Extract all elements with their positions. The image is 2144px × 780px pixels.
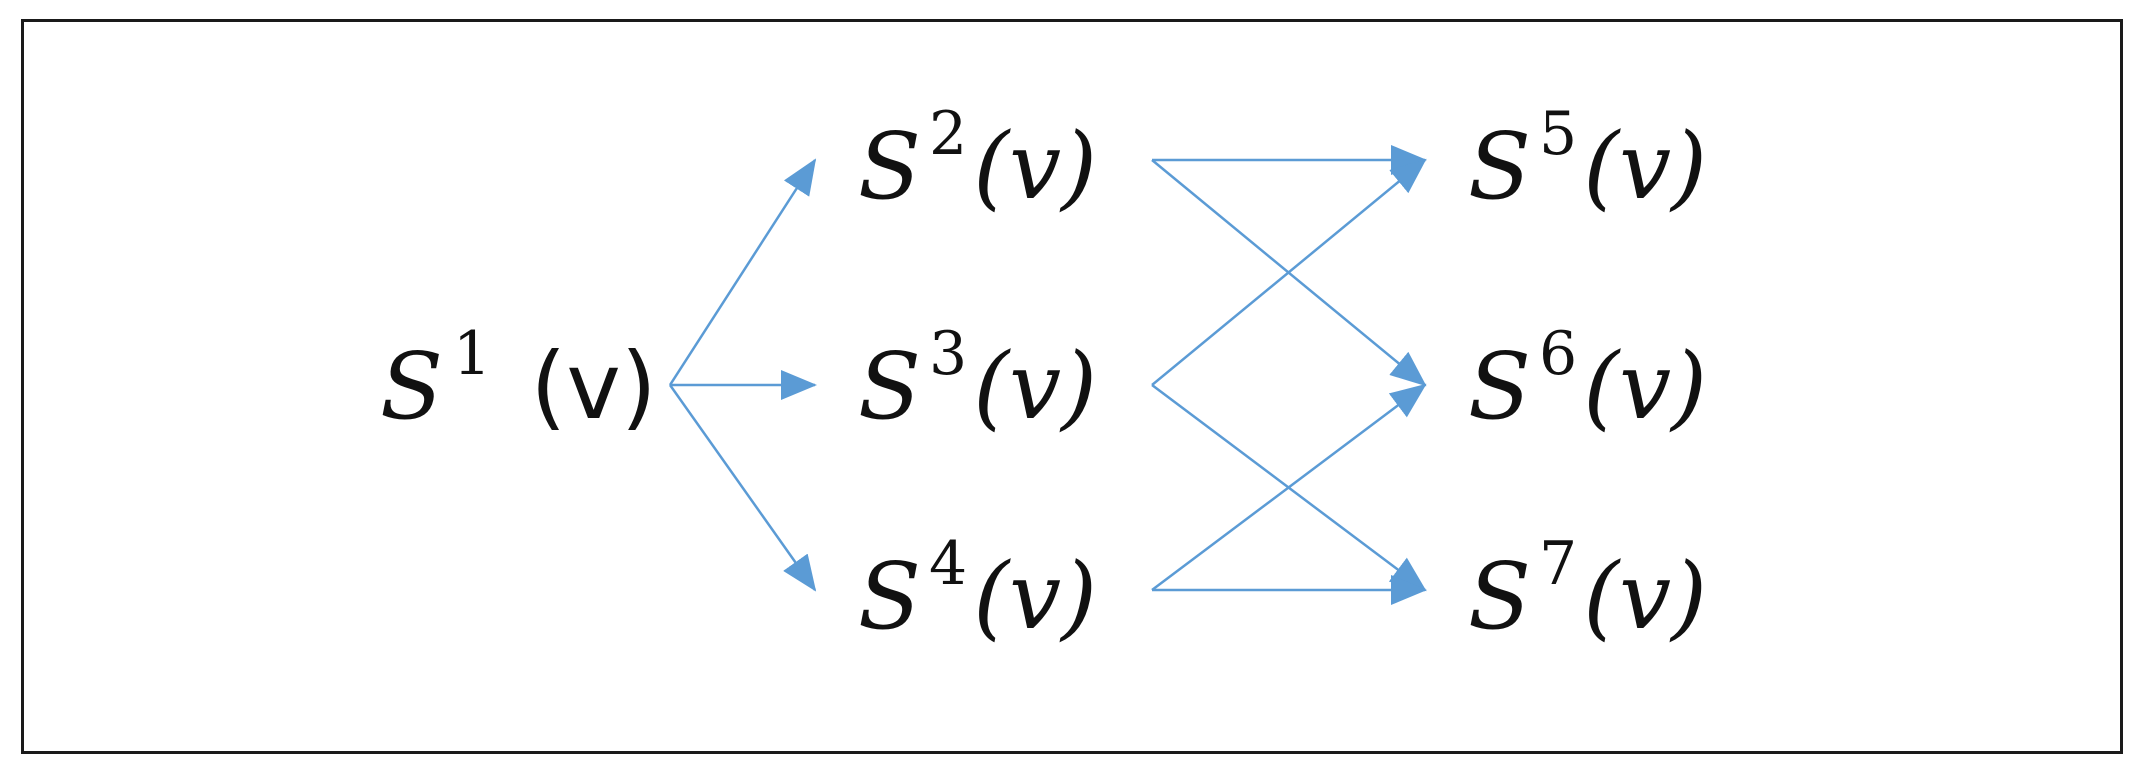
node-s4-base: S	[858, 543, 921, 650]
node-s7-base: S	[1468, 543, 1531, 650]
node-s4-sup: 4	[929, 529, 967, 599]
node-s3-base: S	[858, 333, 921, 440]
edge-s1-to-s4	[668, 384, 817, 592]
node-s2-base: S	[858, 113, 921, 220]
node-s5-arg: (v)	[1583, 113, 1707, 220]
edge-s1-to-s2	[668, 158, 817, 386]
node-s1-sup: 1	[453, 319, 491, 389]
node-s6-sup: 6	[1539, 319, 1577, 389]
node-s1-arg: (v)	[501, 333, 656, 440]
node-s4-arg: (v)	[973, 543, 1097, 650]
node-s7-sup: 7	[1539, 529, 1577, 599]
node-s2-sup: 2	[929, 99, 967, 169]
edges-layer	[668, 145, 1427, 605]
node-s6-base: S	[1468, 333, 1531, 440]
node-s3-arg: (v)	[973, 333, 1097, 440]
node-s3-sup: 3	[929, 319, 967, 389]
edge-s3-to-s5	[1151, 158, 1427, 386]
node-s1-base: S	[380, 333, 443, 440]
edge-s4-to-s6	[1151, 383, 1427, 591]
node-s2-arg: (v)	[973, 113, 1097, 220]
node-s5-base: S	[1468, 113, 1531, 220]
node-s7-arg: (v)	[1583, 543, 1707, 650]
diagram-frame	[21, 19, 2123, 754]
node-s5-sup: 5	[1539, 99, 1577, 169]
node-s6-arg: (v)	[1583, 333, 1707, 440]
